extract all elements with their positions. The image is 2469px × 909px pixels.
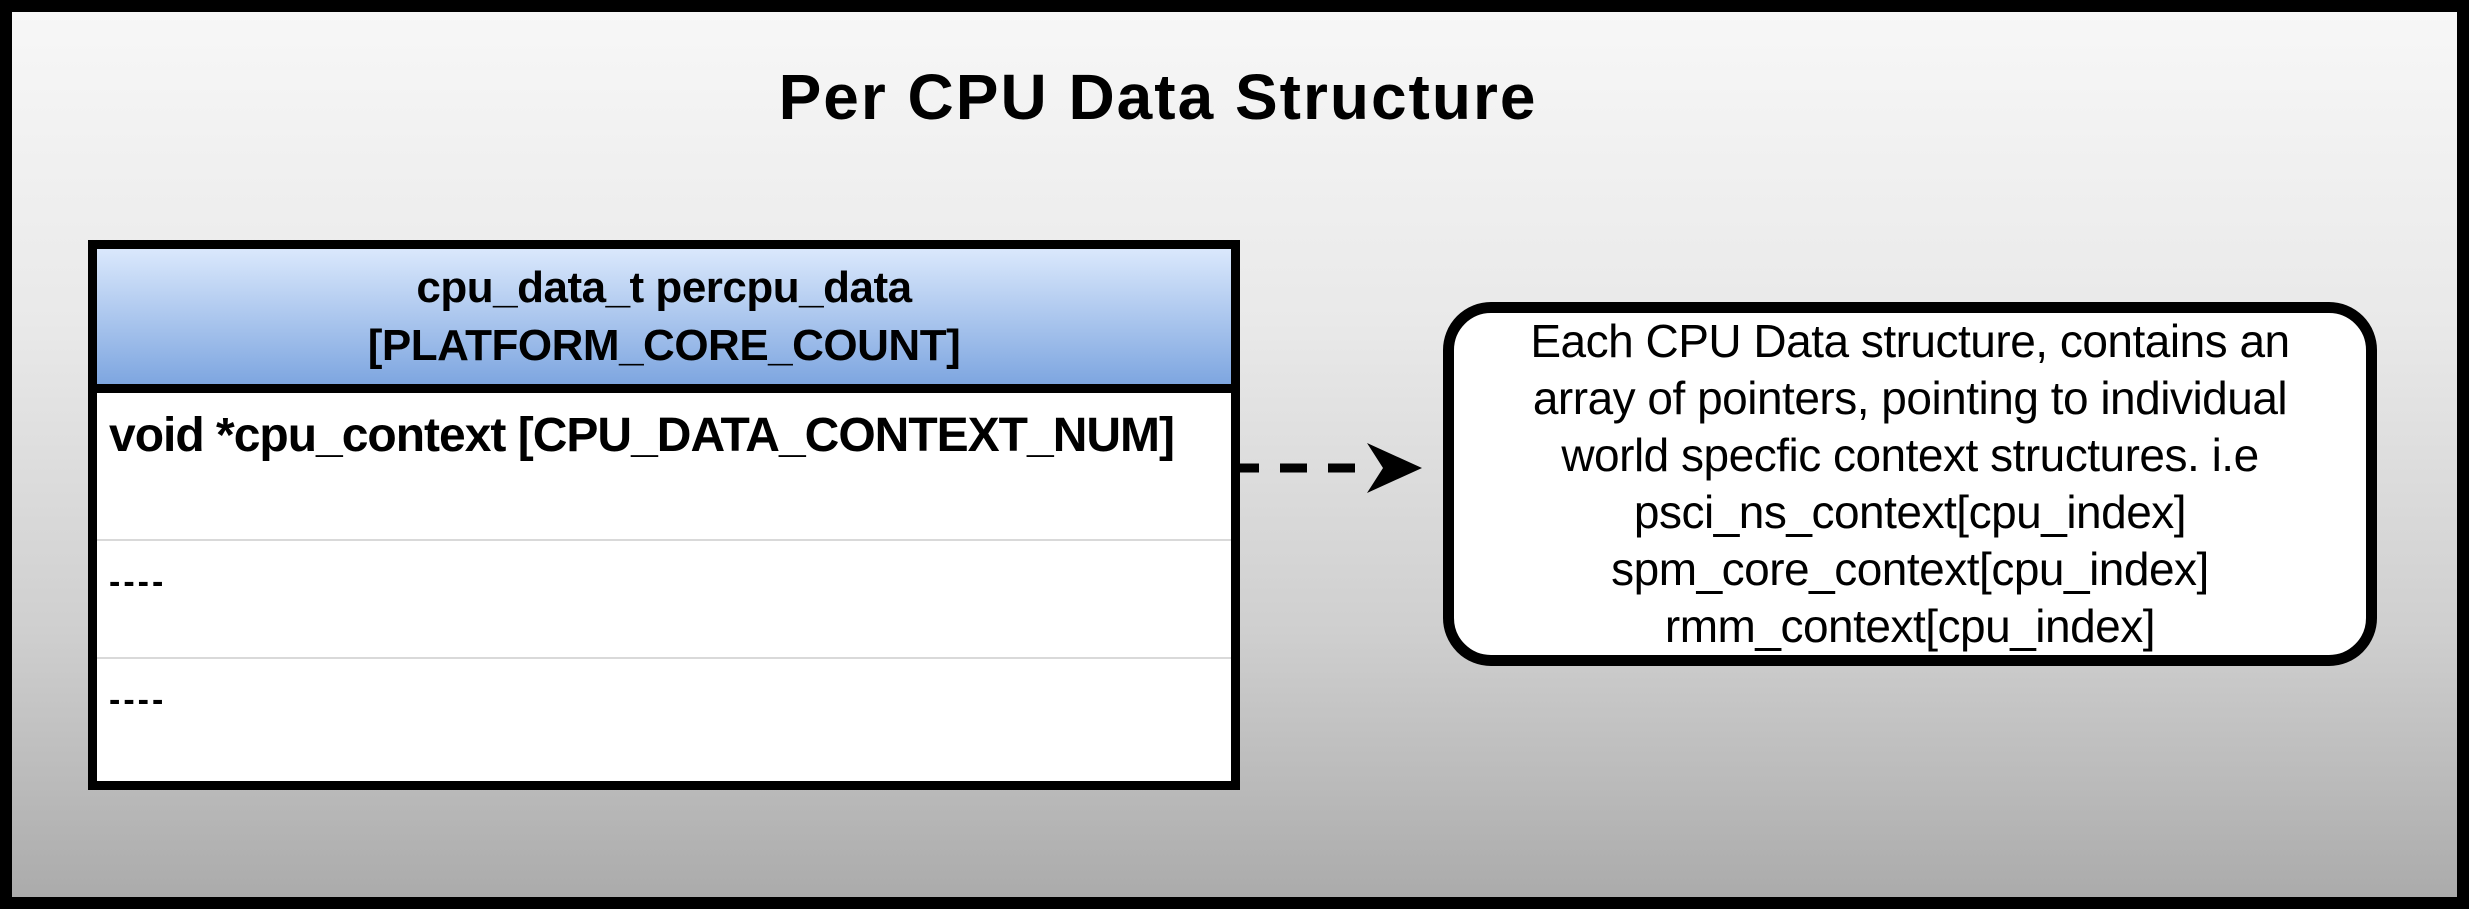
struct-table-row-cpu-context: void *cpu_context [CPU_DATA_CONTEXT_NUM]	[97, 393, 1231, 541]
struct-table-header-line2: [PLATFORM_CORE_COUNT]	[367, 320, 961, 370]
struct-table-body: void *cpu_context [CPU_DATA_CONTEXT_NUM]…	[97, 393, 1231, 781]
callout-line: psci_ns_context[cpu_index]	[1633, 486, 2187, 538]
callout-line: spm_core_context[cpu_index]	[1611, 543, 2209, 595]
callout-line: world specfic context structures. i.e	[1561, 429, 2259, 481]
dashed-arrow-icon	[1232, 440, 1452, 496]
callout-box: Each CPU Data structure, contains an arr…	[1443, 302, 2377, 666]
callout-line: array of pointers, pointing to individua…	[1532, 372, 2288, 424]
struct-table-row-placeholder-1: ----	[97, 541, 1231, 659]
cpu-data-struct-table: cpu_data_t percpu_data [PLATFORM_CORE_CO…	[88, 240, 1240, 790]
callout-line: Each CPU Data structure, contains an	[1530, 315, 2290, 367]
struct-table-header: cpu_data_t percpu_data [PLATFORM_CORE_CO…	[97, 249, 1231, 393]
callout-line: rmm_context[cpu_index]	[1664, 600, 2156, 652]
struct-table-header-line1: cpu_data_t percpu_data	[416, 262, 912, 312]
diagram-title: Per CPU Data Structure	[778, 61, 1538, 133]
struct-table-row-placeholder-2: ----	[109, 681, 167, 719]
